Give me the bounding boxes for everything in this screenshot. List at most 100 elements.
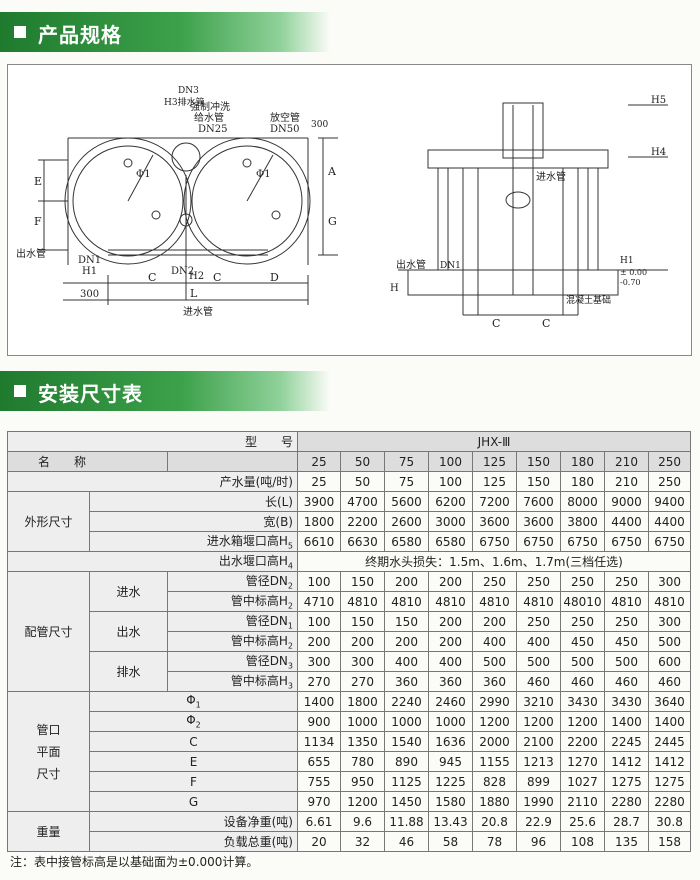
- model-number: 180: [560, 451, 605, 472]
- diagram-label: 给水管: [194, 111, 224, 124]
- value-cell: 1200: [472, 711, 517, 732]
- diagram-label: 300: [311, 120, 328, 130]
- row-label: G: [89, 791, 298, 812]
- value-cell: 9000: [604, 491, 649, 512]
- row-label: 管中标高H2: [167, 631, 298, 652]
- value-cell: 4810: [516, 591, 561, 612]
- value-cell: 22.9: [516, 811, 561, 832]
- model-number: 75: [384, 451, 429, 472]
- value-cell: 200: [428, 611, 473, 632]
- diagram-label: Φ1: [136, 169, 151, 180]
- value-cell: 135: [604, 831, 649, 852]
- value-cell: 4400: [604, 511, 649, 532]
- value-cell: 270: [340, 671, 385, 692]
- value-cell: 终期水头损失：1.5m、1.6m、1.7m(三档任选): [296, 551, 692, 572]
- value-cell: 6580: [428, 531, 473, 552]
- diagram-label: 强制冲洗: [190, 100, 230, 113]
- model-number: 25: [297, 451, 341, 472]
- value-cell: 2990: [472, 691, 517, 712]
- value-cell: 970: [297, 791, 341, 812]
- diagram-label: H1: [82, 266, 97, 277]
- value-cell: 96: [516, 831, 561, 852]
- value-cell: 450: [560, 631, 605, 652]
- value-cell: 30.8: [647, 811, 692, 832]
- value-cell: 270: [297, 671, 341, 692]
- value-cell: 6200: [428, 491, 473, 512]
- value-cell: 500: [516, 651, 561, 672]
- model-number: 125: [472, 451, 517, 472]
- value-cell: 360: [428, 671, 473, 692]
- value-cell: 828: [472, 771, 517, 792]
- value-cell: 300: [647, 611, 692, 632]
- value-cell: 100: [297, 611, 341, 632]
- value-cell: 150: [340, 571, 385, 592]
- value-cell: 1636: [428, 731, 473, 752]
- value-cell: 6750: [472, 531, 517, 552]
- value-cell: 250: [560, 611, 605, 632]
- value-cell: 50: [340, 471, 385, 492]
- value-cell: 7600: [516, 491, 561, 512]
- diagram-label: D: [270, 271, 279, 284]
- value-cell: 1400: [297, 691, 341, 712]
- value-cell: 6580: [384, 531, 429, 552]
- value-cell: 450: [604, 631, 649, 652]
- value-cell: 500: [472, 651, 517, 672]
- value-cell: 1412: [647, 751, 692, 772]
- diagram-label: DN2: [171, 266, 194, 277]
- row-label: Φ2: [89, 711, 298, 732]
- value-cell: 4400: [647, 511, 692, 532]
- value-cell: 3210: [516, 691, 561, 712]
- diagram-label: A: [327, 165, 337, 178]
- value-cell: 9.6: [340, 811, 385, 832]
- diagram-label: 出水管: [16, 247, 46, 260]
- value-cell: 460: [647, 671, 692, 692]
- value-cell: 1027: [560, 771, 605, 792]
- value-cell: 2460: [428, 691, 473, 712]
- row-label: 出水堰口高H4: [7, 551, 298, 572]
- value-cell: 500: [647, 631, 692, 652]
- row-label: 宽(B): [89, 511, 298, 532]
- value-cell: 78: [472, 831, 517, 852]
- value-cell: 180: [560, 471, 605, 492]
- value-cell: 1155: [472, 751, 517, 772]
- value-cell: 1000: [428, 711, 473, 732]
- value-cell: 1275: [647, 771, 692, 792]
- value-cell: 1225: [428, 771, 473, 792]
- value-cell: 400: [384, 651, 429, 672]
- value-cell: 1213: [516, 751, 561, 772]
- value-cell: 108: [560, 831, 605, 852]
- diagram-label: H: [390, 283, 399, 294]
- value-cell: 1990: [516, 791, 561, 812]
- diagram-label: DN50: [270, 124, 300, 135]
- value-cell: 6630: [340, 531, 385, 552]
- value-cell: 250: [516, 611, 561, 632]
- diagram-label: L: [190, 287, 198, 300]
- value-cell: 2280: [647, 791, 692, 812]
- row-label: 长(L): [89, 491, 298, 512]
- diagram-label: 进水管: [183, 305, 213, 318]
- category-label: 重量: [7, 811, 90, 852]
- value-cell: 75: [384, 471, 429, 492]
- value-cell: 4810: [428, 591, 473, 612]
- value-cell: 1125: [384, 771, 429, 792]
- diagram-label: 放空管: [270, 111, 300, 124]
- value-cell: 360: [384, 671, 429, 692]
- model-number: 150: [516, 451, 561, 472]
- group-label: 出水: [89, 611, 168, 652]
- value-cell: 200: [297, 631, 341, 652]
- value-cell: 1270: [560, 751, 605, 772]
- diagram-label: 混凝土基础: [566, 294, 611, 306]
- group-label: 排水: [89, 651, 168, 692]
- category-label-line: 管口: [36, 722, 61, 737]
